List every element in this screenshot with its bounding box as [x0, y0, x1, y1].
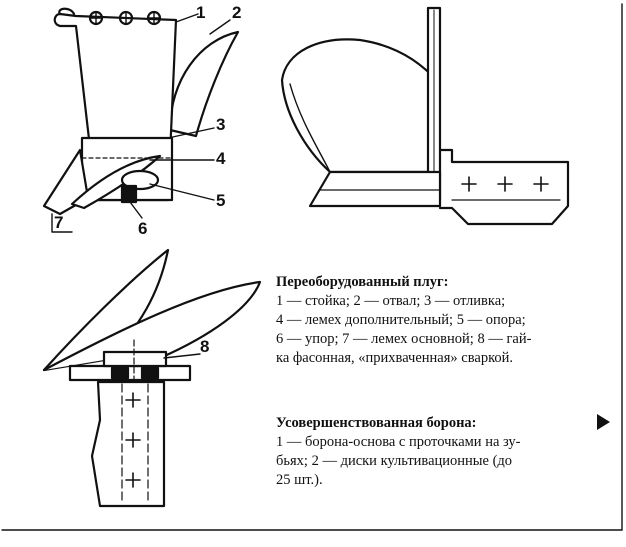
support — [120, 169, 160, 191]
caption-plow: Переоборудованный плуг: 1 — стойка; 2 — … — [276, 273, 606, 368]
caption-harrow-heading: Усовершенствованная борона: — [276, 415, 477, 431]
callout-7: 7 — [54, 213, 63, 232]
callout-4: 4 — [216, 149, 226, 168]
additional-share — [70, 154, 162, 210]
caption-harrow-line: 25 шт.). — [276, 472, 323, 488]
side-bracket — [438, 148, 570, 226]
callout-6: 6 — [138, 219, 147, 238]
callout-1: 1 — [196, 3, 205, 22]
callout-2: 2 — [232, 3, 241, 22]
drawing-front-view — [42, 7, 240, 233]
caption-plow-line: 6 — упор; 7 — лемех основной; 8 — гай- — [276, 331, 532, 347]
side-share — [308, 170, 442, 208]
callout-3: 3 — [216, 115, 225, 134]
drawing-nut-detail — [42, 248, 262, 508]
mouldboard-front — [168, 30, 240, 138]
callout-5: 5 — [216, 191, 225, 210]
play-arrow-icon — [597, 414, 610, 430]
caption-harrow-line: 1 — борона-основа с проточками на зу- — [276, 434, 521, 450]
mouldboard-side — [280, 38, 440, 174]
caption-plow-line: 1 — стойка; 2 — отвал; 3 — отливка; — [276, 293, 506, 309]
shaped-nut — [102, 350, 168, 368]
plow-leg — [90, 380, 166, 508]
caption-harrow: Усовершенствованная борона: 1 — борона-о… — [276, 414, 606, 490]
base-plate — [68, 364, 192, 382]
drawing-side-view — [280, 6, 570, 226]
caption-plow-heading: Переоборудованный плуг: — [276, 274, 449, 290]
callout-8: 8 — [200, 337, 209, 356]
caption-plow-line: ка фасонная, «прихваченная» сваркой. — [276, 350, 514, 366]
caption-harrow-line: бьях; 2 — диски культивационные (до — [276, 453, 513, 469]
stop-block — [120, 184, 138, 204]
caption-plow-line: 4 — лемех дополнительный; 5 — опора; — [276, 312, 526, 328]
